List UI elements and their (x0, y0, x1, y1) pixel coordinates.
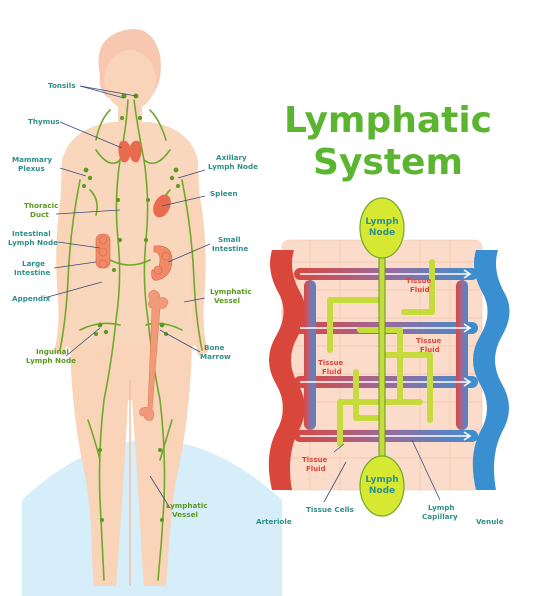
tissue-fluid-2-line2: Fluid (322, 368, 342, 376)
label-intestinal-1: Intestinal (12, 229, 51, 238)
label-lymphatic-vessel-1: Lymphatic (210, 287, 252, 296)
title-line-2: System (313, 142, 463, 183)
tissue-fluid-3-line2: Fluid (420, 346, 440, 354)
intestine-organ (95, 233, 111, 269)
lymph-node-bottom-label-2: Node (369, 486, 395, 496)
label-bone-marrow-2: Marrow (200, 352, 231, 361)
label-bone-marrow-1: Bone (204, 343, 225, 352)
capillary-bed: Lymph Node Lymph Node Tissue Fluid Tissu… (256, 197, 510, 526)
body-figure: Tonsils Thymus Mammary Plexus Axillary L… (8, 29, 282, 596)
label-lymph-capillary-1: Lymph (428, 503, 455, 512)
label-thymus: Thymus (28, 117, 60, 126)
label-spleen: Spleen (210, 189, 238, 198)
tissue-fluid-4-line1: Tissue (302, 456, 327, 464)
label-large-intestine-1: Large (22, 259, 45, 268)
tissue-fluid-2-line1: Tissue (318, 359, 343, 367)
lymph-capillaries (327, 237, 435, 473)
organs (95, 140, 173, 421)
label-axillary-2: Lymph Node (208, 162, 258, 171)
label-lymphatic-vessel-2: Vessel (214, 296, 240, 305)
body-labels: Tonsils Thymus Mammary Plexus Axillary L… (8, 81, 258, 519)
label-mammary-1: Mammary (12, 155, 52, 164)
lymph-node-bottom: Lymph Node (359, 455, 405, 517)
head-shape (104, 50, 156, 110)
leader-lines (43, 85, 211, 509)
label-mammary-2: Plexus (18, 164, 45, 173)
label-tonsils: Tonsils (48, 81, 76, 90)
venule-vessel (472, 250, 510, 490)
neck-shape (118, 100, 142, 124)
label-venule: Venule (476, 517, 504, 526)
capillary-leaders (323, 439, 441, 503)
tissue-fluid-1-line1: Tissue (406, 277, 431, 285)
lymph-node-bottom-label-1: Lymph (365, 475, 398, 485)
tissue-fluid-labels: Tissue Fluid Tissue Fluid Tissue Fluid T… (302, 277, 441, 473)
label-small-intestine-2: Intestine (212, 244, 248, 253)
label-arteriole: Arteriole (256, 517, 292, 526)
label-thoracic-2: Duct (30, 210, 49, 219)
title-block: Lymphatic System (284, 100, 492, 183)
tissue-fluid-3-line1: Tissue (416, 337, 441, 345)
lymph-node-top-label-2: Node (369, 228, 395, 238)
bone-marrow-organ (139, 289, 169, 421)
tissue-fluid-4-line2: Fluid (306, 465, 326, 473)
lymph-node-top: Lymph Node (359, 197, 405, 259)
arteriole-vessel (268, 250, 306, 490)
label-small-intestine-1: Small (218, 235, 240, 244)
label-tissue-cells: Tissue Cells (306, 505, 354, 514)
lymph-nodes (82, 93, 180, 522)
tissue-fluid-1-line2: Fluid (410, 286, 430, 294)
label-axillary-1: Axillary (216, 153, 247, 162)
torso-shape (59, 122, 201, 360)
lymph-node-top-label-1: Lymph (365, 217, 398, 227)
capillary-bottom-labels: Arteriole Tissue Cells Lymph Capillary V… (256, 503, 504, 526)
label-inguinal-1: Inguinal (36, 347, 69, 356)
thymus-organ (118, 140, 142, 163)
small-intestine-organ (151, 245, 173, 281)
label-appendix: Appendix (12, 294, 50, 303)
title-line-1: Lymphatic (284, 100, 492, 141)
label-lymphatic-vessel-bottom-2: Vessel (172, 510, 198, 519)
label-lymph-capillary-2: Capillary (422, 512, 458, 521)
lymph-capillaries-outline (378, 239, 386, 471)
label-lymphatic-vessel-bottom-1: Lymphatic (166, 501, 208, 510)
label-large-intestine-2: Intestine (14, 268, 50, 277)
label-intestinal-2: Lymph Node (8, 238, 58, 247)
label-inguinal-2: Lymph Node (26, 356, 76, 365)
label-thoracic-1: Thoracic (24, 201, 58, 210)
